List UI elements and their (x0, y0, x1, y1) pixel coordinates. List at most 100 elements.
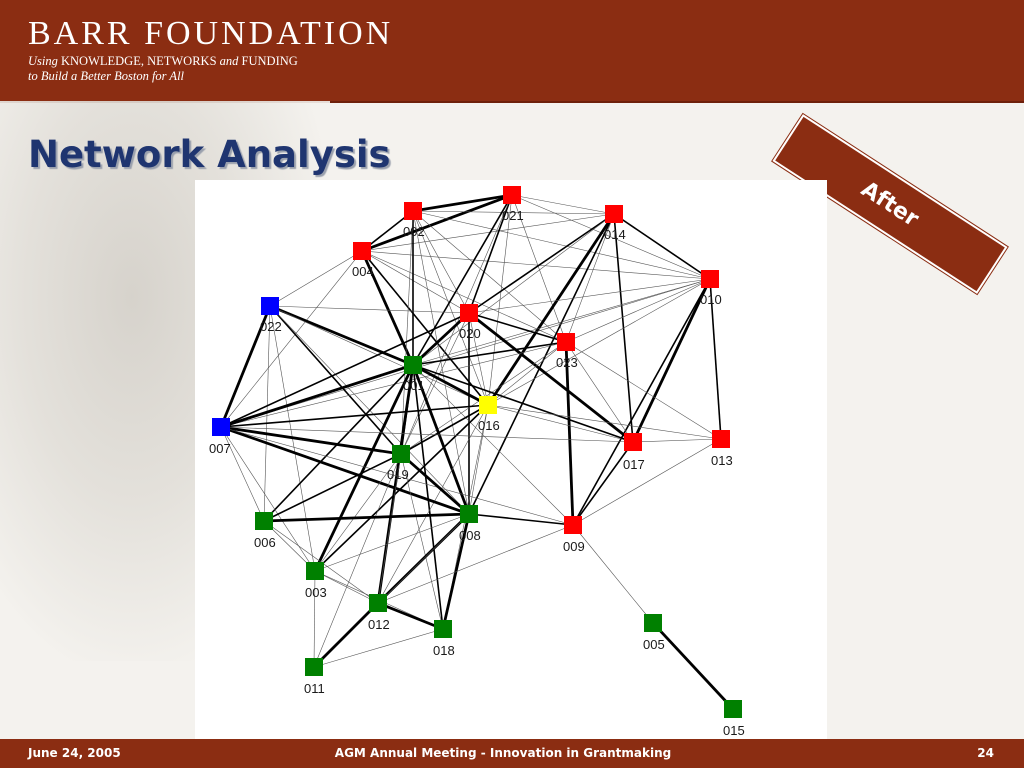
edge-010-016 (487, 278, 711, 406)
edge-008-003 (314, 513, 470, 572)
edge-002-021 (412, 193, 513, 213)
node-marker-020 (460, 304, 478, 322)
edge-004-010 (361, 250, 711, 280)
edge-001-018 (412, 364, 444, 630)
node-001: 001 (403, 356, 425, 393)
node-label-020: 020 (459, 326, 481, 341)
node-marker-019 (392, 445, 410, 463)
node-018: 018 (433, 620, 455, 658)
edge-020-019 (400, 312, 470, 455)
node-label-003: 003 (305, 585, 327, 600)
edge-007-009 (220, 426, 574, 526)
edge-021-014 (511, 194, 615, 215)
node-012: 012 (368, 594, 390, 632)
edge-016-012 (377, 404, 489, 604)
tagline-main: KNOWLEDGE, NETWORKS (61, 54, 217, 68)
after-banner-label: After (856, 176, 924, 232)
edge-021-010 (511, 194, 711, 280)
node-label-017: 017 (623, 457, 645, 472)
edge-021-023 (511, 194, 567, 343)
node-007: 007 (209, 418, 231, 456)
edge-016-007 (220, 404, 489, 428)
node-marker-007 (212, 418, 230, 436)
edge-002-016 (412, 210, 489, 406)
edge-004-016 (361, 250, 489, 406)
node-label-016: 016 (478, 418, 500, 433)
node-label-013: 013 (711, 453, 733, 468)
edge-019-008 (400, 452, 470, 516)
edge-019-018 (400, 453, 444, 630)
edge-022-001 (269, 304, 414, 367)
edge-004-023 (361, 250, 567, 343)
org-tagline: Using KNOWLEDGE, NETWORKS and FUNDING to… (28, 54, 298, 84)
node-015: 015 (723, 700, 745, 738)
edge-020-001 (412, 311, 470, 367)
node-marker-022 (261, 297, 279, 315)
org-name: BARR FOUNDATION (28, 15, 394, 52)
footer-page-number: 24 (977, 746, 994, 760)
edge-012-011 (313, 602, 379, 668)
edge-014-023 (565, 213, 615, 343)
edge-014-001 (412, 213, 615, 366)
node-002: 002 (403, 202, 425, 239)
node-004: 004 (352, 242, 374, 279)
footer-date: June 24, 2005 (28, 746, 121, 760)
edge-001-003 (313, 364, 415, 572)
edge-002-014 (412, 210, 615, 215)
node-marker-002 (404, 202, 422, 220)
node-013: 013 (711, 430, 733, 468)
node-label-015: 015 (723, 723, 745, 738)
node-label-009: 009 (563, 539, 585, 554)
footer-event: AGM Annual Meeting - Innovation in Grant… (334, 746, 672, 760)
node-label-004: 004 (352, 264, 374, 279)
edge-002-020 (412, 210, 470, 314)
edge-007-008 (220, 425, 470, 516)
slide-header: BARR FOUNDATION Using KNOWLEDGE, NETWORK… (0, 0, 1024, 103)
node-label-010: 010 (700, 292, 722, 307)
edge-010-009 (572, 278, 711, 526)
edge-010-007 (220, 278, 711, 428)
edge-003-012 (314, 570, 379, 604)
node-023: 023 (556, 333, 578, 370)
edge-016-017 (487, 404, 634, 443)
node-011: 011 (304, 658, 325, 696)
edge-010-013 (709, 278, 722, 440)
edge-010-001 (412, 278, 711, 366)
edge-003-011 (313, 570, 316, 668)
edge-010-017 (631, 278, 712, 443)
edge-014-010 (613, 213, 711, 280)
edge-002-008 (412, 210, 470, 515)
node-label-001: 001 (403, 378, 425, 393)
node-label-007: 007 (209, 441, 231, 456)
slide-footer: June 24, 2005 AGM Annual Meeting - Innov… (0, 739, 1024, 768)
edge-004-007 (220, 250, 363, 428)
node-label-023: 023 (556, 355, 578, 370)
node-marker-005 (644, 614, 662, 632)
network-edges (219, 193, 735, 710)
edge-018-011 (313, 628, 444, 668)
node-label-021: 021 (502, 208, 524, 223)
node-marker-016 (479, 396, 497, 414)
node-marker-015 (724, 700, 742, 718)
tagline-using: Using (28, 54, 58, 68)
node-marker-004 (353, 242, 371, 260)
edge-004-001 (360, 250, 415, 366)
edge-017-013 (632, 438, 722, 443)
edge-022-019 (269, 305, 402, 455)
edge-008-009 (468, 513, 574, 526)
node-marker-011 (305, 658, 323, 676)
edge-014-020 (468, 213, 615, 314)
edge-022-020 (269, 305, 470, 314)
edge-016-019 (400, 404, 489, 455)
node-010: 010 (700, 270, 722, 307)
edge-022-016 (269, 305, 489, 406)
node-label-012: 012 (368, 617, 390, 632)
edge-023-013 (565, 341, 722, 440)
node-label-011: 011 (304, 681, 325, 696)
node-label-019: 019 (387, 467, 409, 482)
slide-title: Network Analysis (28, 133, 391, 176)
node-marker-013 (712, 430, 730, 448)
edge-005-015 (651, 622, 735, 710)
node-label-018: 018 (433, 643, 455, 658)
node-label-022: 022 (260, 319, 282, 334)
